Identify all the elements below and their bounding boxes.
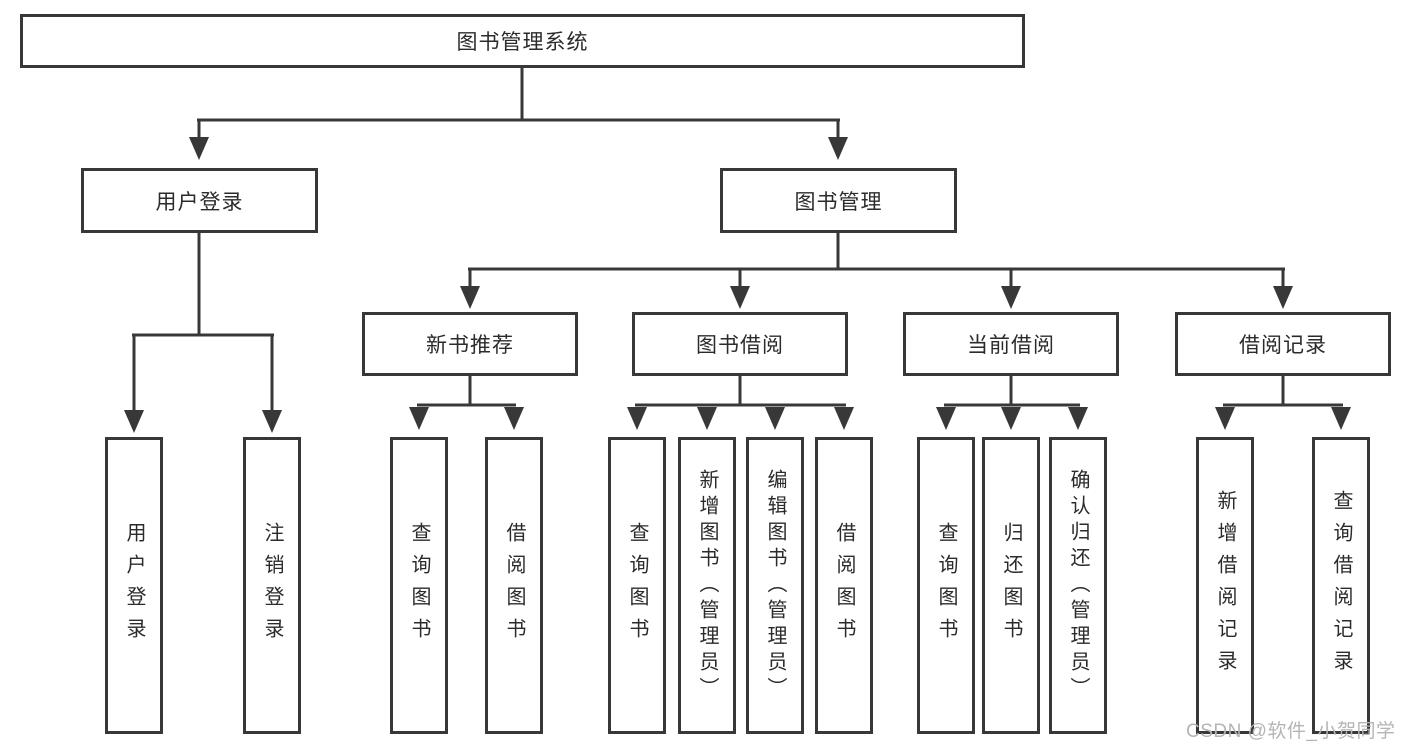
node-new-book-recommend: 新书推荐 <box>362 312 578 376</box>
leaf-add-borrow-record-label: 新增借阅记录 <box>1214 489 1236 682</box>
node-current-borrow-label: 当前借阅 <box>967 334 1055 357</box>
leaf-borrow-book-label: 借阅图书 <box>833 521 855 650</box>
node-current-borrow: 当前借阅 <box>903 312 1119 376</box>
leaf-query-borrow-record-label: 查询借阅记录 <box>1330 489 1352 682</box>
connector-borrowrecord-to-leaves <box>1215 376 1351 430</box>
leaf-borrow-book: 借阅图书 <box>815 437 873 734</box>
node-new-book-recommend-label: 新书推荐 <box>426 334 514 357</box>
leaf-query-book-recommend-label: 查询图书 <box>408 521 430 650</box>
leaf-query-book-current-label: 查询图书 <box>935 521 957 650</box>
connector-userlogin-to-leaves <box>124 233 282 433</box>
leaf-user-login-label: 用户登录 <box>123 521 145 650</box>
leaf-query-book-current: 查询图书 <box>917 437 975 734</box>
node-borrow-record: 借阅记录 <box>1175 312 1391 376</box>
node-borrow-record-label: 借阅记录 <box>1239 334 1327 357</box>
connector-bookmgmt-to-level3 <box>460 233 1293 309</box>
csdn-watermark: CSDN @软件_小贺同学 <box>1186 721 1396 742</box>
connector-newbookrec-to-leaves <box>409 376 524 430</box>
leaf-add-book-admin: 新增图书（管理员） <box>678 437 736 734</box>
node-book-management: 图书管理 <box>720 168 957 233</box>
node-book-borrow: 图书借阅 <box>632 312 848 376</box>
leaf-return-book: 归还图书 <box>982 437 1040 734</box>
leaf-confirm-return-admin-label: 确认归还（管理员） <box>1067 468 1089 703</box>
node-book-borrow-label: 图书借阅 <box>696 334 784 357</box>
node-book-management-label: 图书管理 <box>794 190 883 214</box>
leaf-edit-book-admin-label: 编辑图书（管理员） <box>764 468 786 703</box>
leaf-confirm-return-admin: 确认归还（管理员） <box>1049 437 1107 734</box>
leaf-borrow-book-recommend: 借阅图书 <box>485 437 543 734</box>
node-user-login: 用户登录 <box>81 168 318 233</box>
leaf-query-book-borrow: 查询图书 <box>608 437 666 734</box>
node-library-system-label: 图书管理系统 <box>456 31 589 54</box>
connector-root-to-level2 <box>189 68 848 160</box>
leaf-borrow-book-recommend-label: 借阅图书 <box>503 521 525 650</box>
leaf-query-borrow-record: 查询借阅记录 <box>1312 437 1370 734</box>
connector-bookborrow-to-leaves <box>627 376 854 430</box>
node-library-system: 图书管理系统 <box>20 14 1025 68</box>
leaf-user-login: 用户登录 <box>105 437 163 734</box>
leaf-add-book-admin-label: 新增图书（管理员） <box>696 468 718 703</box>
leaf-query-book-recommend: 查询图书 <box>390 437 448 734</box>
leaf-query-book-borrow-label: 查询图书 <box>626 521 648 650</box>
leaf-add-borrow-record: 新增借阅记录 <box>1196 437 1254 734</box>
leaf-logout: 注销登录 <box>243 437 301 734</box>
connector-currentborrow-to-leaves <box>936 376 1088 430</box>
node-user-login-label: 用户登录 <box>155 190 244 214</box>
leaf-edit-book-admin: 编辑图书（管理员） <box>746 437 804 734</box>
leaf-return-book-label: 归还图书 <box>1000 521 1022 650</box>
leaf-logout-label: 注销登录 <box>261 521 283 650</box>
